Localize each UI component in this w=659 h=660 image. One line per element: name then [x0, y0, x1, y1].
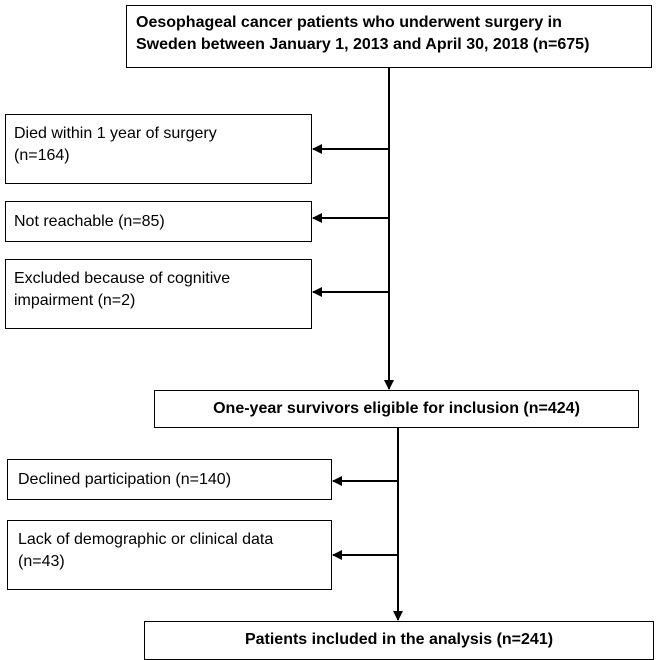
exclusion-box-missing-data: Lack of demographic or clinical data (n=… [7, 520, 332, 590]
exclusion-box-cognitive: Excluded because of cognitive impairment… [5, 259, 312, 329]
exclusion-box-declined: Declined participation (n=140) [7, 459, 332, 500]
exclusion-not-reachable-text: Not reachable (n=85) [14, 213, 165, 230]
exclusion-died-text: Died within 1 year of surgery (n=164) [14, 125, 217, 164]
exclusion-missing-data-text: Lack of demographic or clinical data (n=… [18, 531, 274, 570]
exclusion-box-died: Died within 1 year of surgery (n=164) [5, 114, 312, 184]
eligible-population-text: One-year survivors eligible for inclusio… [213, 400, 580, 417]
exclusion-cognitive-text: Excluded because of cognitive impairment… [14, 270, 231, 309]
exclusion-declined-text: Declined participation (n=140) [18, 471, 232, 488]
source-population-text: Oesophageal cancer patients who underwen… [136, 14, 590, 53]
source-population-box: Oesophageal cancer patients who underwen… [126, 5, 652, 68]
exclusion-box-not-reachable: Not reachable (n=85) [5, 201, 312, 242]
included-population-text: Patients included in the analysis (n=241… [244, 631, 554, 648]
included-population-box: Patients included in the analysis (n=241… [144, 621, 654, 660]
eligible-population-box: One-year survivors eligible for inclusio… [154, 390, 639, 428]
